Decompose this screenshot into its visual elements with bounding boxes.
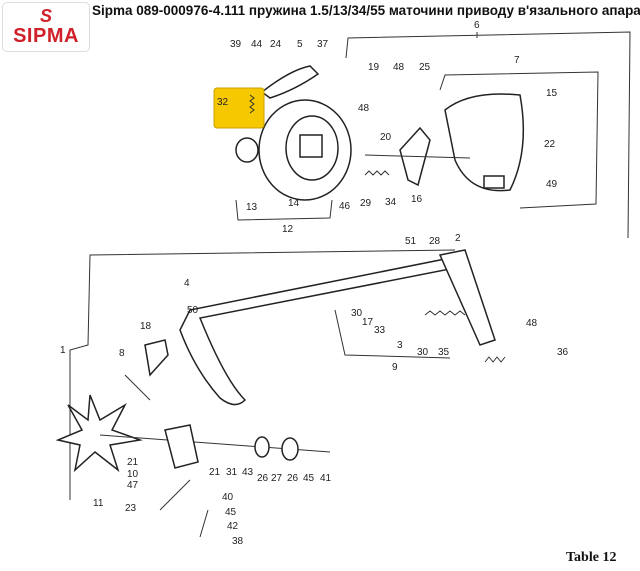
pin-22-part (483, 175, 505, 189)
part-label: 16 (411, 194, 423, 205)
shaft-line (364, 154, 471, 159)
spring-36 (484, 356, 506, 363)
bracket-6 (345, 31, 631, 239)
bracket-1 (69, 249, 456, 500)
part-label: 44 (251, 39, 263, 50)
gear-26-part (254, 436, 270, 458)
gear-27-part (281, 437, 299, 461)
bracket-7 (439, 71, 599, 209)
bolt-38 (199, 509, 209, 538)
part-label: 21 (209, 467, 221, 478)
page-title: Sipma 089-000976-4.111 пружина 1.5/13/34… (92, 3, 640, 18)
part-label: 40 (222, 492, 234, 503)
table-label: Table 12 (566, 550, 617, 565)
needle-arm-part (179, 257, 457, 406)
part-label: 25 (419, 62, 431, 73)
bearing-part (235, 137, 259, 163)
part-label: 51 (405, 236, 417, 247)
part-label: 30 (351, 308, 363, 319)
part-label: 29 (360, 198, 372, 209)
sipma-logo: S SIPMA (2, 2, 90, 52)
part-label: 2 (455, 233, 461, 244)
part-label: 31 (226, 467, 238, 478)
hub-shaft (299, 134, 323, 158)
part-label: 47 (127, 480, 139, 491)
part-label: 27 (271, 473, 283, 484)
part-label: 45 (225, 507, 237, 518)
part-label: 15 (546, 88, 558, 99)
part-label: 9 (392, 362, 398, 373)
cam-disc-part (444, 93, 525, 192)
highlight-label: 32 (217, 97, 229, 108)
part-label: 49 (546, 179, 558, 190)
part-label: 36 (557, 347, 569, 358)
part-label: 39 (230, 39, 242, 50)
part-label: 11 (93, 498, 104, 509)
part-label: 30 (417, 347, 429, 358)
part-label: 41 (320, 473, 332, 484)
bracket-10-part (164, 424, 199, 469)
part-label: 34 (385, 197, 397, 208)
bracket-12 (235, 199, 333, 221)
part-label: 22 (544, 139, 556, 150)
part-label: 48 (393, 62, 405, 73)
part-label: 38 (232, 536, 244, 547)
frame-plate-part (438, 249, 496, 346)
spring-35 (424, 310, 466, 316)
part-label: 19 (368, 62, 380, 73)
logo-mark-icon: S (39, 6, 52, 26)
part-label: 28 (429, 236, 441, 247)
part-label: 1 (60, 345, 66, 356)
part-label: 4 (184, 278, 190, 289)
part-label: 24 (270, 39, 282, 50)
spring-34 (364, 170, 390, 176)
part-label: 26 (287, 473, 299, 484)
part-label: 45 (303, 473, 315, 484)
part-label: 26 (257, 473, 269, 484)
logo-text: SIPMA (13, 25, 79, 47)
part-label: 20 (380, 132, 392, 143)
part-label: 18 (140, 321, 152, 332)
part-label: 8 (119, 348, 125, 359)
part-label: 48 (526, 318, 538, 329)
part-label: 21 (127, 457, 139, 468)
bracket-9 (334, 309, 451, 359)
part-label: 23 (125, 503, 137, 514)
bolt-23 (159, 479, 191, 511)
lever-part (260, 65, 320, 99)
handle-part (144, 339, 169, 377)
part-label: 6 (474, 20, 480, 31)
part-label: 13 (246, 202, 258, 213)
part-label: 7 (514, 55, 520, 66)
part-label: 37 (317, 39, 329, 50)
spring-32 (249, 94, 255, 114)
part-label: 14 (288, 198, 300, 209)
part-labels: 39 44 24 5 37 19 48 25 7 6 15 48 20 22 4… (60, 20, 569, 547)
part-label: 12 (282, 224, 294, 235)
part-label: 3 (397, 340, 403, 351)
part-label: 42 (227, 521, 239, 532)
rod-8 (124, 374, 151, 401)
part-label: 17 (362, 317, 374, 328)
part-label: 48 (358, 103, 370, 114)
part-label: 50 (187, 305, 199, 316)
part-label: 46 (339, 201, 351, 212)
part-label: 43 (242, 467, 254, 478)
part-label: 5 (297, 39, 303, 50)
star-wheel-part (55, 394, 143, 473)
part-label: 10 (127, 469, 139, 480)
highlight-box (213, 87, 265, 129)
part-label: 35 (438, 347, 450, 358)
part-label: 33 (374, 325, 386, 336)
